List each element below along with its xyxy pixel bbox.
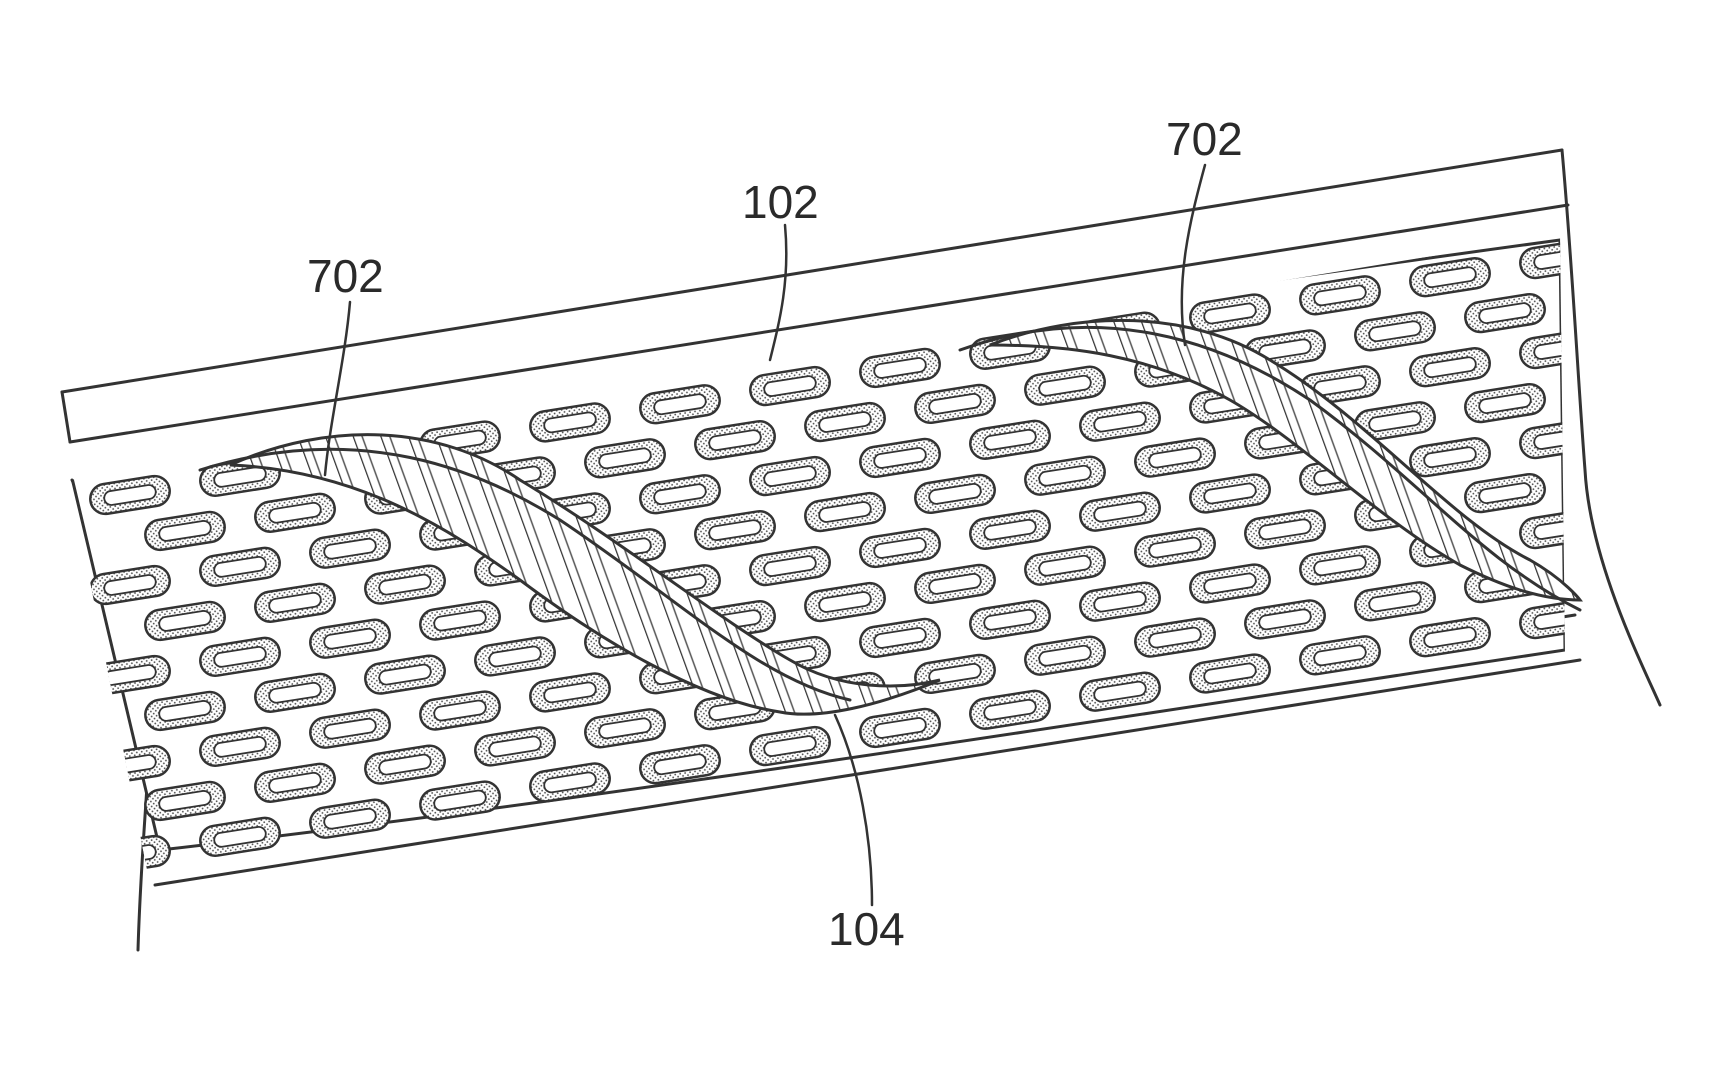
leader-102	[770, 225, 786, 360]
stent-cell	[1573, 364, 1657, 406]
label-104: 104	[828, 903, 905, 955]
stent-cell	[1573, 544, 1657, 586]
stent-cell	[1573, 274, 1657, 316]
stent-body	[72, 238, 1657, 876]
label-702-right: 702	[1166, 113, 1243, 165]
label-702-left: 702	[307, 250, 384, 302]
stent-cell-window	[1588, 464, 1642, 486]
stent-cell-window	[1588, 554, 1642, 576]
label-102: 102	[742, 176, 819, 228]
stent-cell	[88, 834, 172, 876]
stent-cell-window	[1588, 374, 1642, 396]
stent-cells	[88, 238, 1657, 876]
stent-surface	[72, 240, 1565, 850]
stent-cell-window	[1588, 284, 1642, 306]
